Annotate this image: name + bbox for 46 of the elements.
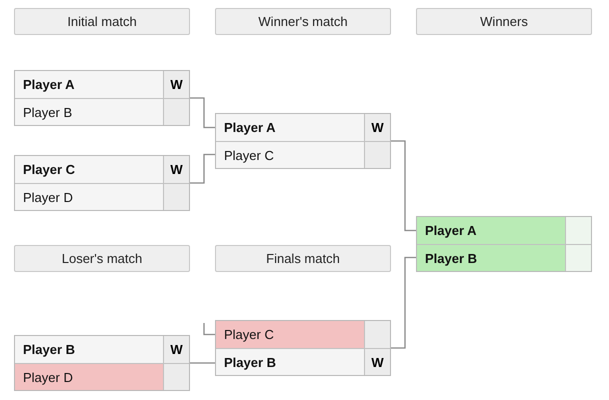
player-row [417,217,591,244]
match-card [14,155,190,211]
player-name: Player B [22,104,74,120]
player-row [15,71,189,98]
player-row [216,114,390,141]
player-name: Player D [22,370,74,384]
match-card [215,320,391,376]
round-header: Winners [416,8,592,35]
player-row [15,363,189,390]
player-row [15,336,189,363]
player-row [216,321,390,348]
player-name: Player A [223,120,277,135]
player-name: Player C [223,148,275,162]
round-header: Finals match [215,245,391,272]
match-card [14,70,190,126]
bracket-connector [391,256,417,349]
winner-mark: W [364,114,390,141]
winner-mark: W [163,71,189,98]
player-row [216,141,390,168]
player-row [417,244,591,271]
winner-mark: W [364,349,390,375]
player-name: Player B [424,250,478,266]
player-row [15,183,189,210]
winner-mark: W [163,156,189,183]
round-header: Loser's match [14,245,190,272]
player-row [15,98,189,125]
player-name: Player C [22,162,76,177]
player-name: Player A [424,223,478,238]
player-name: Player C [223,327,275,342]
bracket-connector [190,154,216,184]
player-name: Player B [223,354,278,370]
player-name: Player A [22,77,76,92]
round-header: Initial match [14,8,190,35]
player-name: Player D [22,190,74,204]
bracket-connector [203,323,216,336]
round-header: Winner's match [215,8,391,35]
player-name: Player B [22,342,76,357]
player-row [15,156,189,183]
match-card [14,335,190,391]
match-card [416,216,592,272]
bracket-connector [190,362,216,364]
winner-mark: W [163,336,189,363]
bracket-connector [190,97,216,128]
bracket-connector [391,140,417,232]
match-card [215,113,391,169]
player-row [216,348,390,375]
